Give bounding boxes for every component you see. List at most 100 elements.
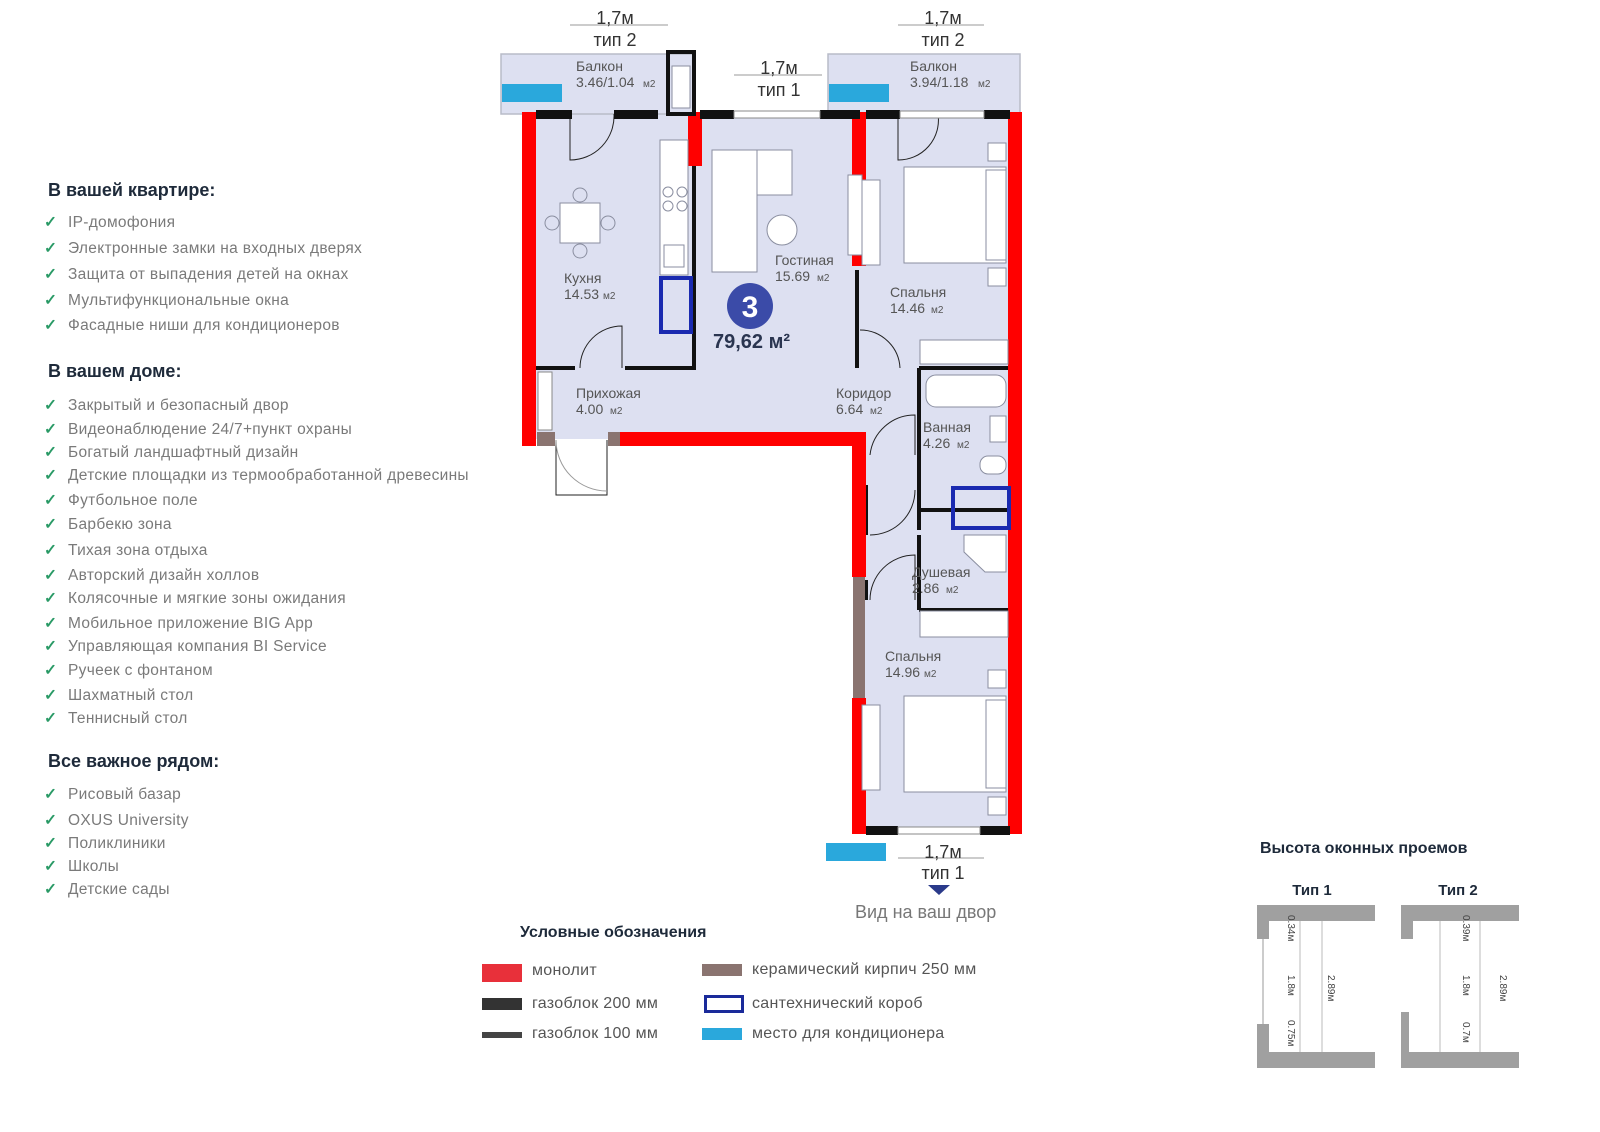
legend-swatch-brick bbox=[702, 964, 742, 976]
feature-item: ✓ Видеонаблюдение 24/7+пункт охраны bbox=[44, 420, 352, 439]
room-area: 14.53 bbox=[564, 286, 599, 302]
feature-label: OXUS University bbox=[68, 812, 189, 829]
room-unit: м2 bbox=[957, 440, 970, 451]
feature-label: Видеонаблюдение 24/7+пункт охраны bbox=[68, 421, 353, 438]
feature-item: ✓Богатый ландшафтный дизайн bbox=[44, 443, 299, 462]
room-area: 14.96 bbox=[885, 664, 920, 680]
feature-label: Барбекю зона bbox=[68, 516, 172, 533]
feature-label: Тихая зона отдыха bbox=[68, 542, 208, 559]
check-icon: ✓ bbox=[44, 421, 58, 438]
door-swings bbox=[555, 113, 939, 601]
room-unit: м2 bbox=[924, 669, 937, 680]
legend-label: газоблок 100 мм bbox=[532, 1025, 659, 1042]
legend-swatch-block100 bbox=[482, 1032, 522, 1038]
room-unit: м2 bbox=[817, 273, 830, 284]
check-icon: ✓ bbox=[44, 638, 58, 655]
utility-shafts bbox=[659, 276, 1011, 530]
window-width: 1,7м bbox=[924, 842, 961, 862]
check-icon: ✓ bbox=[44, 615, 58, 632]
view-arrow-icon bbox=[928, 885, 950, 895]
feature-label: Теннисный стол bbox=[68, 710, 188, 727]
check-icon: ✓ bbox=[44, 492, 58, 509]
room-unit: м2 bbox=[643, 79, 656, 90]
check-icon: ✓ bbox=[44, 812, 58, 829]
feature-label: Электронные замки на входных дверях bbox=[68, 240, 363, 257]
legend-label: газоблок 200 мм bbox=[532, 995, 659, 1012]
feature-item: ✓ Футбольное поле bbox=[44, 491, 198, 510]
feature-label: Ручеек с фонтаном bbox=[68, 662, 213, 679]
feature-item: ✓ Детские площадки из термообработанной д… bbox=[44, 466, 469, 485]
room-name: Спальня bbox=[885, 648, 941, 664]
total-area: 79,62 м² bbox=[713, 331, 790, 353]
check-icon: ✓ bbox=[44, 786, 58, 803]
check-icon: ✓ bbox=[44, 710, 58, 727]
window-type: тип 2 bbox=[921, 30, 964, 50]
feature-item: ✓ Фасадные ниши для кондиционеров bbox=[44, 316, 340, 335]
legend-label: место для кондиционера bbox=[752, 1025, 945, 1042]
feature-item: ✓ Ручеек с фонтаном bbox=[44, 661, 213, 680]
feature-item: ✓ IP-домофония bbox=[44, 213, 175, 232]
legend-swatch-shaft bbox=[704, 995, 744, 1013]
feature-label: Футбольное поле bbox=[68, 492, 198, 509]
legend-swatch-monolith bbox=[482, 964, 522, 982]
room-name: Душевая bbox=[912, 564, 970, 580]
room-name: Спальня bbox=[890, 284, 946, 300]
room-name: Балкон bbox=[576, 58, 623, 74]
check-icon: ✓ bbox=[44, 317, 58, 334]
legend-label: керамический кирпич 250 мм bbox=[752, 961, 977, 978]
room-labels: Балкон 3.46/1.04 м2 Балкон 3.94/1.18 м2 … bbox=[564, 58, 991, 680]
check-icon: ✓ bbox=[44, 516, 58, 533]
room-name: Кухня bbox=[564, 270, 601, 286]
feature-item: ✓Тихая зона отдыха bbox=[44, 541, 208, 560]
feature-label: Детские сады bbox=[68, 881, 170, 898]
feature-label: Рисовый базар bbox=[68, 786, 182, 803]
check-icon: ✓ bbox=[44, 590, 58, 607]
legend-label: монолит bbox=[532, 962, 597, 979]
room-area: 2.86 bbox=[912, 580, 939, 596]
check-icon: ✓ bbox=[44, 662, 58, 679]
feature-label: IP-домофония bbox=[68, 214, 176, 231]
room-name: Прихожая bbox=[576, 385, 641, 401]
legend-swatch-ac bbox=[702, 1028, 742, 1040]
block-walls bbox=[536, 50, 1010, 835]
feature-item: ✓ Колясочные и мягкие зоны ожидания bbox=[44, 589, 346, 608]
feature-label: Школы bbox=[68, 858, 120, 875]
room-name: Ванная bbox=[923, 419, 971, 435]
feature-item: ✓ Барбекю зона bbox=[44, 515, 172, 534]
room-unit: м2 bbox=[870, 406, 883, 417]
check-icon: ✓ bbox=[44, 240, 58, 257]
check-icon: ✓ bbox=[44, 835, 58, 852]
window-type: тип 2 bbox=[593, 30, 636, 50]
feature-item: ✓Закрытый и безопасный двор bbox=[44, 396, 289, 415]
window-width: 1,7м bbox=[596, 8, 633, 28]
furniture bbox=[544, 65, 1009, 816]
feature-item: ✓ OXUS University bbox=[44, 811, 189, 830]
room-area: 14.46 bbox=[890, 300, 925, 316]
check-icon: ✓ bbox=[44, 214, 58, 231]
feature-label: Колясочные и мягкие зоны ожидания bbox=[68, 590, 346, 607]
feature-label: Детские площадки из термообработанной др… bbox=[68, 467, 469, 484]
check-icon: ✓ bbox=[44, 266, 58, 283]
rooms-badge bbox=[727, 283, 773, 329]
feature-item: ✓ Детские сады bbox=[44, 880, 170, 899]
house-features-title: В вашем доме: bbox=[48, 361, 182, 381]
room-name: Гостиная bbox=[775, 252, 834, 268]
feature-item: ✓ Рисовый базар bbox=[44, 785, 181, 804]
ac-niches bbox=[502, 84, 889, 861]
check-icon: ✓ bbox=[44, 467, 58, 484]
feature-label: Шахматный стол bbox=[68, 687, 194, 704]
feature-label: Управляющая компания BI Service bbox=[68, 638, 327, 655]
room-name: Балкон bbox=[910, 58, 957, 74]
room-area: 3.46/1.04 bbox=[576, 74, 635, 90]
apartment-features-title: В вашей квартире: bbox=[48, 180, 216, 200]
window-marks: 1,7м тип 2 1,7м тип 1 1,7м тип 2 1,7м ти… bbox=[570, 8, 984, 883]
check-icon: ✓ bbox=[44, 444, 58, 461]
window-width: 1,7м bbox=[924, 8, 961, 28]
window-type: тип 1 bbox=[921, 863, 964, 883]
room-unit: м2 bbox=[946, 585, 959, 596]
check-icon: ✓ bbox=[44, 881, 58, 898]
check-icon: ✓ bbox=[44, 687, 58, 704]
feature-label: Фасадные ниши для кондиционеров bbox=[68, 317, 340, 334]
room-area: 4.26 bbox=[923, 435, 950, 451]
